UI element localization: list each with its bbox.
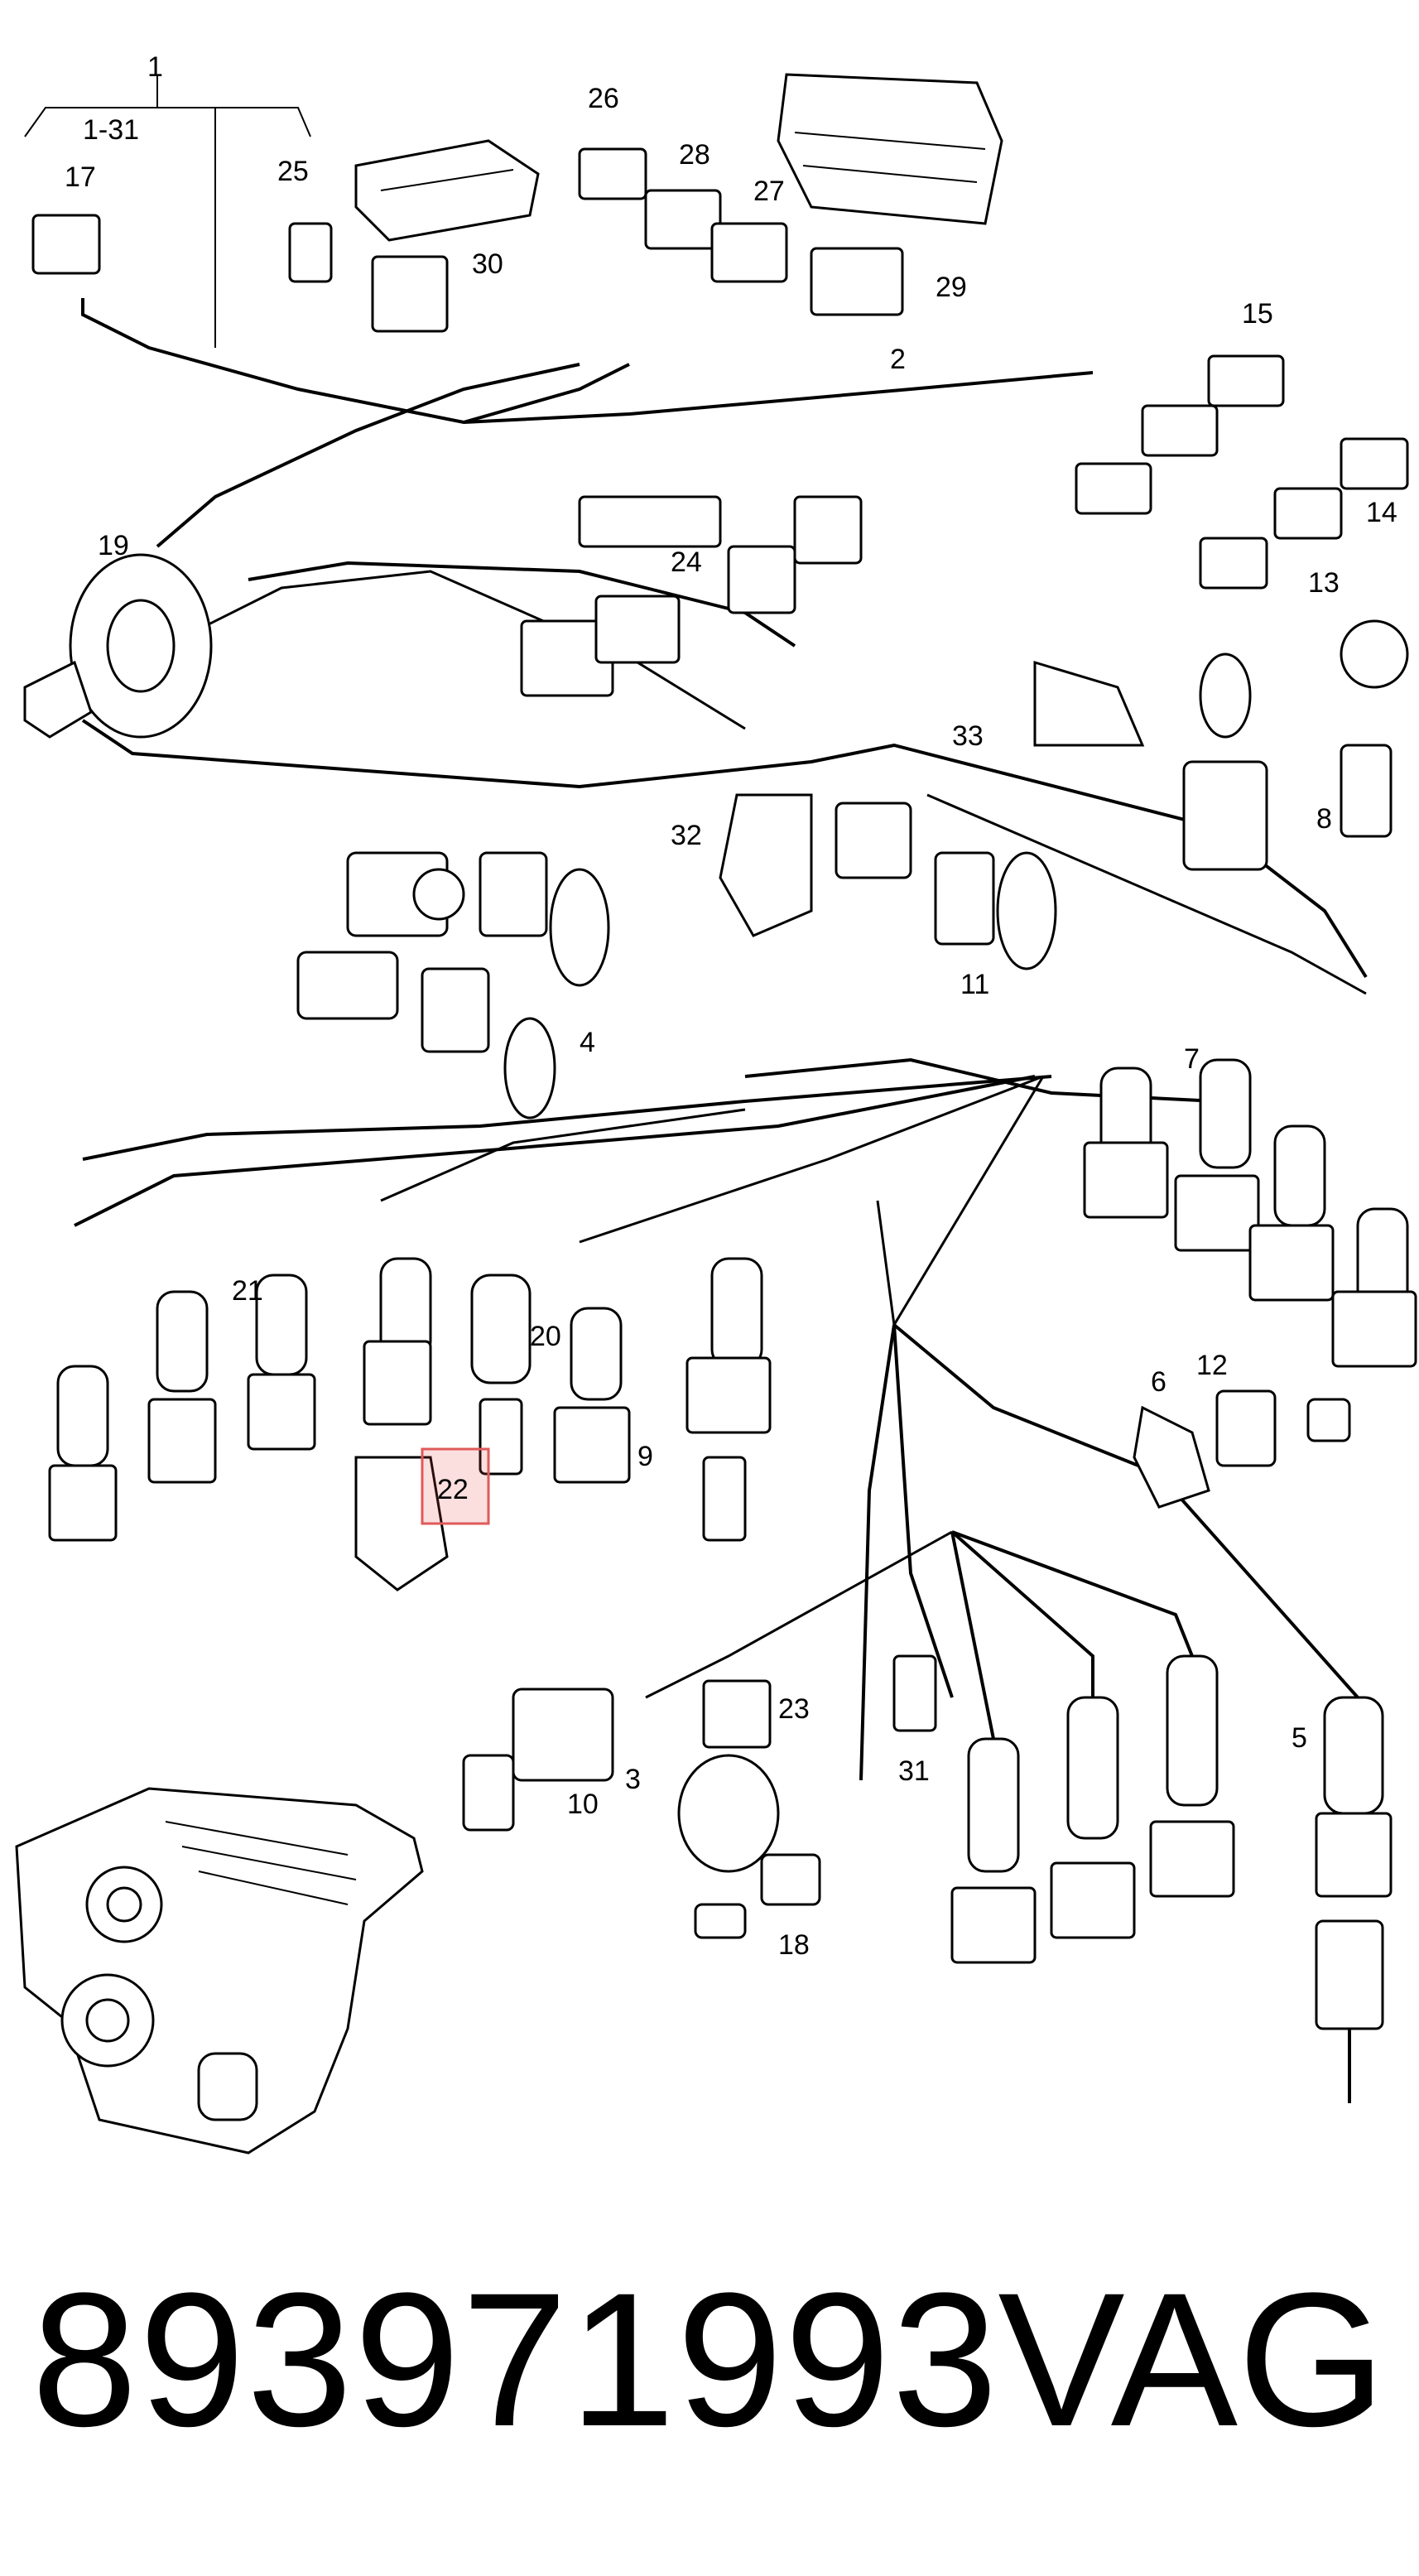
engine-block [15,1787,424,2155]
callout-30: 30 [472,248,503,280]
highlight-callout-22 [421,1447,490,1525]
callout-33: 33 [952,720,984,752]
callout-6: 6 [1151,1366,1166,1398]
callout-11: 11 [960,969,989,1000]
callout-2: 2 [890,344,906,375]
callout-8: 8 [1316,803,1332,835]
relay-30-top [371,255,449,333]
callout-32: 32 [671,820,702,851]
callout-7: 7 [1184,1043,1200,1075]
callout-28: 28 [679,139,710,171]
part-number: 893971993 [31,2253,1000,2466]
relay-box-top [354,139,540,242]
callout-group-1 [24,75,311,348]
callout-24: 24 [671,546,702,578]
callout-17: 17 [65,161,96,193]
callout-12: 12 [1196,1350,1228,1381]
wiring-harness-diagram: 1 1-31 2 3 4 5 6 7 8 9 10 11 12 13 14 15… [15,51,1417,2155]
plug-17 [31,214,101,275]
callout-25: 25 [277,156,309,187]
callout-1: 1 [147,51,163,83]
relay-28 [644,189,722,250]
callout-18: 18 [778,1929,810,1961]
callout-29: 29 [936,272,967,303]
sensor-cluster-middle [296,619,1409,1119]
relay-27b [710,222,788,283]
harness-trunks [74,298,1368,1805]
connectors-13-14 [1199,437,1409,590]
callout-9: 9 [637,1441,653,1472]
callout-5: 5 [1292,1722,1307,1754]
brand-name: VAG [998,2253,1386,2466]
callout-13: 13 [1308,567,1340,599]
ecu-module-27 [777,73,1003,225]
callout-3: 3 [625,1764,641,1795]
relays-30-24-middle [520,495,863,697]
plug-25 [288,222,333,283]
callout-26: 26 [588,83,619,114]
relay-29 [810,247,904,316]
callout-22: 22 [437,1474,469,1505]
injector-harness-right [950,1058,1417,2103]
callout-20: 20 [530,1321,561,1352]
callout-27: 27 [753,176,785,207]
callout-14: 14 [1366,497,1397,528]
bulkhead-flange-19 [23,553,213,739]
callout-labels: 1 1-31 2 3 4 5 6 7 8 9 10 11 12 13 14 15… [65,51,1397,1961]
callout-19: 19 [98,530,129,561]
callout-1-31: 1-31 [83,114,139,146]
callout-15: 15 [1242,298,1273,330]
callout-23: 23 [778,1693,810,1725]
callout-31: 31 [898,1755,930,1787]
connectors-15 [1075,354,1285,515]
lower-middle-parts [462,1654,937,1939]
callout-10: 10 [567,1789,599,1820]
relay-26 [578,147,647,200]
callout-21: 21 [232,1275,263,1307]
callout-4: 4 [580,1027,595,1058]
injector-harness-left [48,1257,772,1591]
